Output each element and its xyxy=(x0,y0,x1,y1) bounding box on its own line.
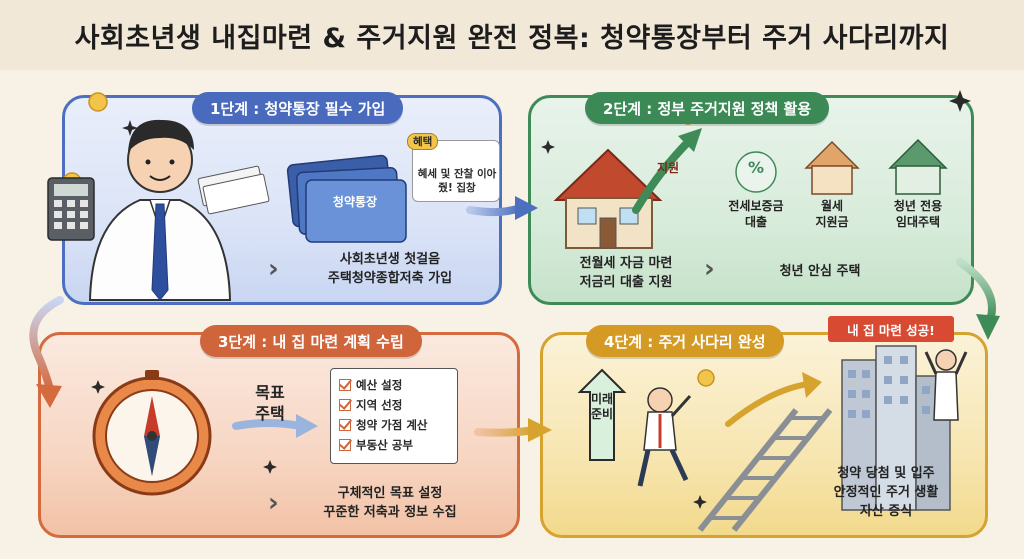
stage2-caption-left-line2: 저금리 대출 지원 xyxy=(579,275,673,290)
future-label: 미래 준비 xyxy=(590,392,614,422)
stage4-caption-line3: 자산 증식 xyxy=(859,504,913,519)
house-sign: 지원 xyxy=(656,161,680,175)
stage2-item2: 월세 지원금 xyxy=(796,198,868,230)
stage2-item2-line2: 지원금 xyxy=(815,215,849,229)
stage4-caption: 청약 당첨 및 입주 안정적인 주거 생활 자산 증식 xyxy=(806,464,966,521)
stage1-caption-line2: 주택청약종합저축 가입 xyxy=(327,271,453,286)
bankbook-label: 청약통장 xyxy=(332,195,378,209)
checklist-item: 예산 설정 xyxy=(339,375,449,395)
stage2-item2-line1: 월세 xyxy=(820,199,844,213)
benefit-tag: 혜택 xyxy=(407,133,439,150)
stage3-caption: 구체적인 목표 설정 꾸준한 저축과 정보 수집 xyxy=(300,484,480,522)
stage2-item3-line2: 임대주택 xyxy=(895,215,941,229)
stage2-caption-left-line1: 전월세 자금 마련 xyxy=(579,256,673,271)
stage4-caption-line1: 청약 당첨 및 입주 xyxy=(837,466,935,481)
page-title: 사회초년생 내집마련 & 주거지원 완전 정복: 청약통장부터 주거 사다리까지 xyxy=(74,22,950,54)
benefit-card: 혜택 혜세 및 잔찰 이아줬! 집창 xyxy=(407,133,500,202)
stage2-item1-line1: 전세보증금 xyxy=(728,199,784,213)
stage2-item1-line2: 대출 xyxy=(744,215,768,229)
benefit-note: 혜세 및 잔찰 이아줬! 집창 xyxy=(417,168,497,194)
chevron-right-icon: › xyxy=(268,254,279,284)
stage4-label: 4단계 : 주거 사다리 완성 xyxy=(586,325,784,357)
stage2-item3: 청년 전용 임대주택 xyxy=(878,198,958,230)
plan-checklist: 예산 설정 지역 선정 청약 가점 계산 부동산 공부 xyxy=(330,368,458,464)
checkbox-icon xyxy=(339,399,351,411)
stage2-caption-right: 청년 안심 주택 xyxy=(779,264,861,279)
checklist-item: 부동산 공부 xyxy=(339,435,449,455)
goal-line1: 목표 xyxy=(255,383,285,402)
stage2-item3-line1: 청년 전용 xyxy=(893,199,943,213)
checklist-item: 청약 가점 계산 xyxy=(339,415,449,435)
stage3-label: 3단계 : 내 집 마련 계획 수립 xyxy=(200,325,422,357)
percent-icon: % xyxy=(747,158,765,177)
stage2-label: 2단계 : 정부 주거지원 정책 활용 xyxy=(585,92,830,124)
stage2-caption-left: 전월세 자금 마련 저금리 대출 지원 xyxy=(556,254,696,292)
success-badge: 내 집 마련 성공! xyxy=(828,316,954,342)
stage2-item1: 전세보증금 대출 xyxy=(712,198,800,230)
stage1-caption: 사회초년생 첫걸음 주택청약종합저축 가입 xyxy=(300,250,480,288)
stage1-label: 1단계 : 청약통장 필수 가입 xyxy=(192,92,404,124)
stage3-caption-line1: 구체적인 목표 설정 xyxy=(337,486,443,501)
goal-line2: 주택 xyxy=(255,404,285,423)
checkbox-icon xyxy=(339,419,351,431)
goal-house-label: 목표 주택 xyxy=(240,382,300,424)
title-bar: 사회초년생 내집마련 & 주거지원 완전 정복: 청약통장부터 주거 사다리까지 xyxy=(0,0,1024,70)
future-line1: 미래 xyxy=(590,392,614,406)
stage3-caption-line2: 꾸준한 저축과 정보 수집 xyxy=(323,505,457,520)
future-line2: 준비 xyxy=(590,407,614,421)
checkbox-icon xyxy=(339,439,351,451)
chevron-right-icon: › xyxy=(704,254,715,284)
chevron-right-icon: › xyxy=(268,488,279,518)
stage1-caption-line1: 사회초년생 첫걸음 xyxy=(339,252,441,267)
checklist-item: 지역 선정 xyxy=(339,395,449,415)
stage4-caption-line2: 안정적인 주거 생활 xyxy=(833,485,939,500)
checkbox-icon xyxy=(339,379,351,391)
